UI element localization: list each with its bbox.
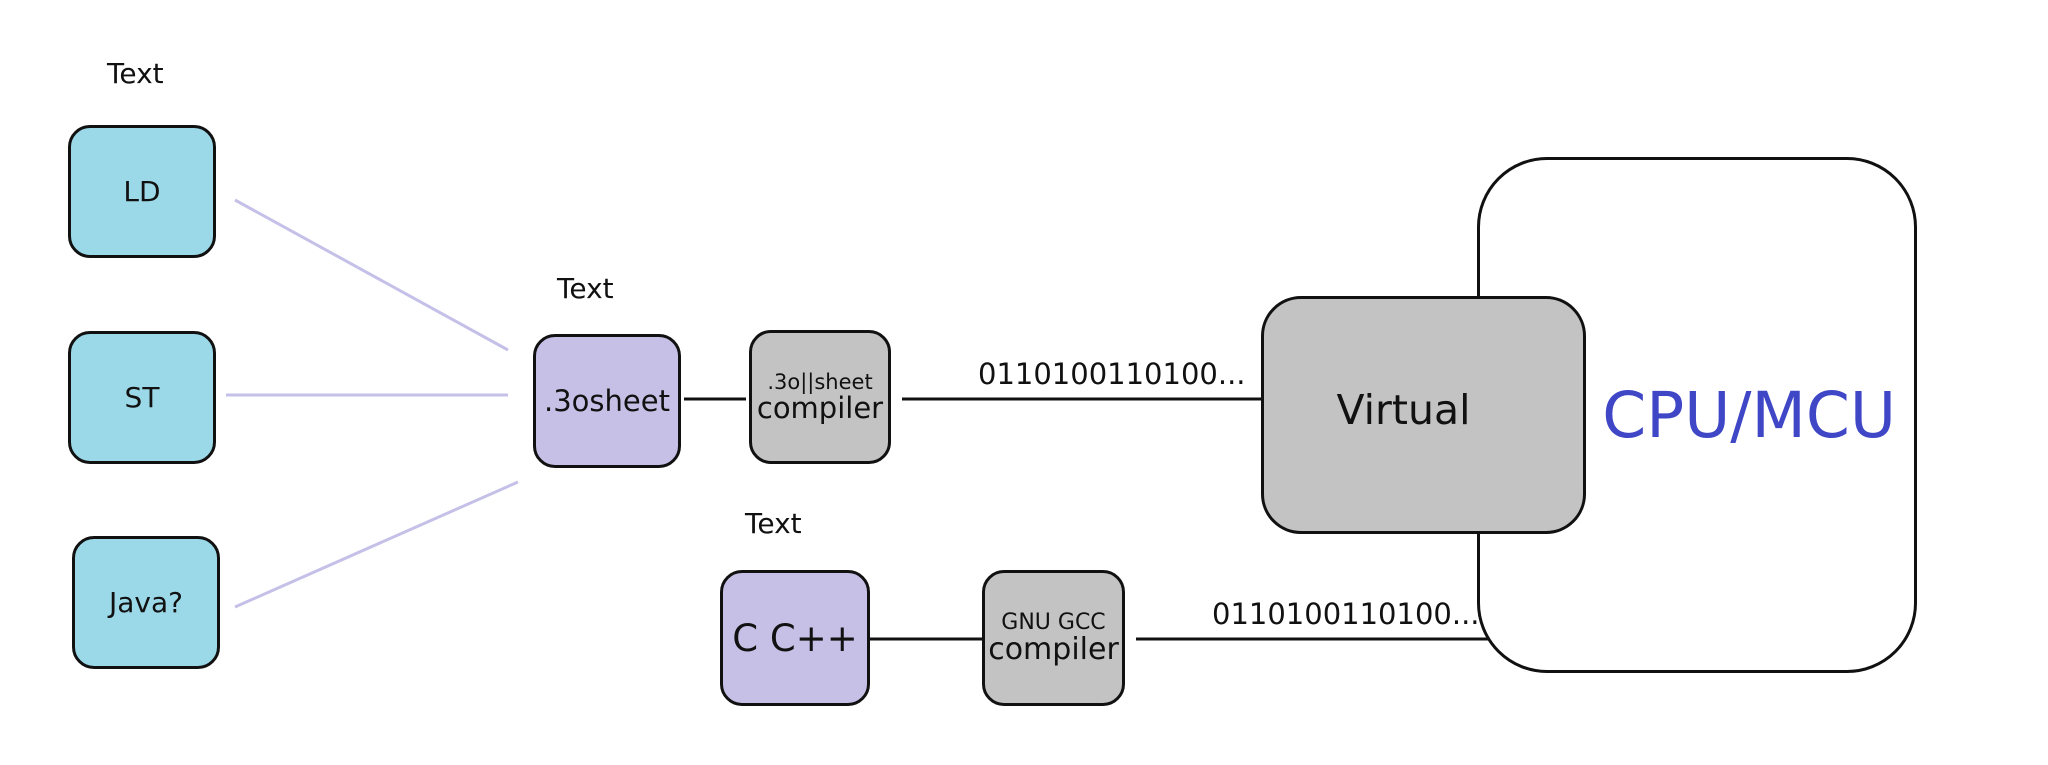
- bottom-bitstream: 0110100110100...: [1212, 597, 1480, 631]
- ir-compiler-small-label: .3o||sheet: [767, 369, 873, 394]
- ir-compiler-label: compiler: [756, 390, 884, 425]
- virtual-label: Virtual: [1336, 386, 1471, 434]
- language-heading: Text: [107, 57, 164, 90]
- c-cpp-block: C C++: [720, 570, 870, 706]
- java-label: Java?: [108, 586, 183, 619]
- c-heading: Text: [745, 507, 802, 540]
- cpu-mcu-label: CPU/MCU: [1602, 378, 1896, 452]
- java-connector: [234, 480, 519, 609]
- virtual-block: Virtual: [1261, 296, 1586, 534]
- gcc-compiler-block: GNU GCC compiler: [982, 570, 1125, 706]
- gcc-compiler-label: compiler: [988, 631, 1119, 667]
- c-cpp-label: C C++: [732, 616, 858, 660]
- ir-label: .3osheet: [544, 384, 670, 418]
- ld-label: LD: [123, 175, 161, 208]
- ld-connector: [234, 198, 509, 352]
- java-block: Java?: [72, 536, 220, 669]
- st-label: ST: [124, 381, 160, 414]
- ld-block: LD: [68, 125, 216, 258]
- top-bitstream: 0110100110100...: [978, 357, 1246, 391]
- ir-heading: Text: [557, 272, 614, 305]
- ir-block: .3osheet: [533, 334, 681, 468]
- ir-compiler-block: .3o||sheet compiler: [749, 330, 891, 464]
- st-block: ST: [68, 331, 216, 464]
- gcc-compiler-small-label: GNU GCC: [1001, 609, 1106, 635]
